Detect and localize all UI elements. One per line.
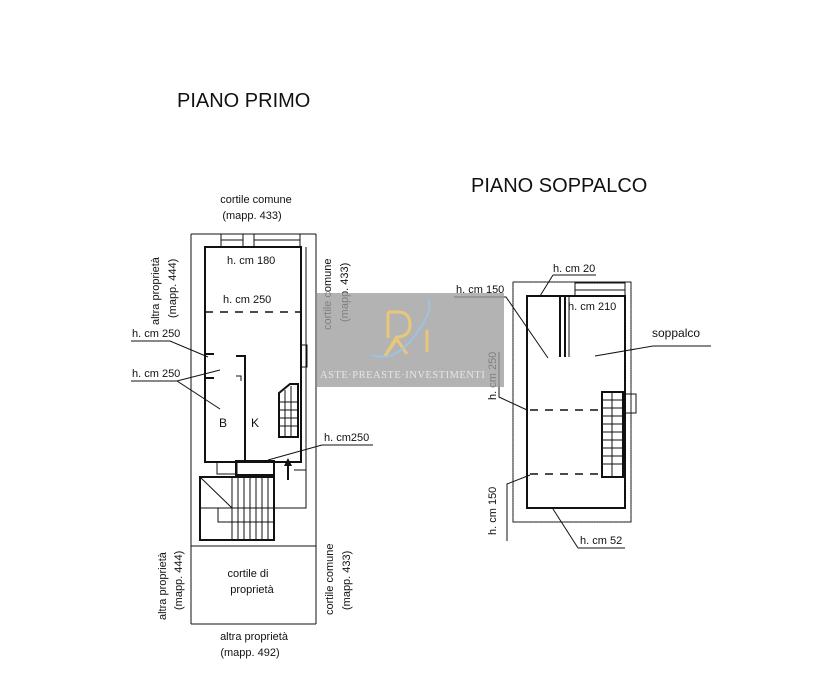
main-stair-treads — [231, 477, 269, 540]
label-right-lower-mapp: (mapp. 433) — [341, 551, 353, 610]
leader-h20 — [539, 274, 596, 297]
label-top-mapp: (mapp. 433) — [222, 210, 281, 222]
label-h250-top: h. cm 250 — [223, 294, 271, 306]
main-stair-inner — [217, 508, 274, 523]
label-h20: h. cm 20 — [553, 263, 595, 275]
label-top-cortile: cortile comune — [220, 194, 292, 206]
bath-partition-wall — [236, 355, 246, 461]
label-left-upper-mapp: (mapp. 444) — [167, 259, 179, 318]
leader-h250-right — [267, 444, 373, 461]
label-h250-right: h. cm250 — [324, 432, 369, 444]
landing-window — [216, 461, 238, 475]
bath-door-stubs — [205, 353, 214, 379]
label-bottom-mapp: (mapp. 492) — [220, 647, 279, 659]
room-label-b: B — [219, 416, 227, 430]
soppalco-partition-left — [540, 295, 561, 357]
label-left-upper-altra: altra proprietà — [150, 256, 162, 325]
kitchen-stair-treads — [279, 386, 298, 437]
room-label-k: K — [251, 416, 259, 430]
leader-soppalco — [594, 345, 711, 357]
leader-h52 — [552, 508, 625, 549]
label-h250-left-a: h. cm 250 — [132, 328, 180, 340]
label-h180: h. cm 180 — [227, 255, 275, 267]
label-right-lower-cortile: cortile comune — [324, 543, 336, 615]
label-h150-vert: h. cm 150 — [487, 487, 499, 535]
plan-title-primo: PIANO PRIMO — [177, 90, 310, 112]
soppalco-stair-treads — [602, 392, 623, 477]
label-h52: h. cm 52 — [580, 535, 622, 547]
label-bottom-altra: altra proprietà — [220, 631, 289, 643]
soppalco-outer-dots — [512, 281, 632, 523]
leader-h250-left-b — [131, 369, 221, 410]
up-arrow-icon — [284, 458, 292, 466]
label-h210: h. cm 210 — [568, 301, 616, 313]
bath-door-swing — [236, 375, 242, 381]
label-left-lower-altra: altra proprietà — [157, 551, 169, 620]
label-left-lower-mapp: (mapp. 444) — [173, 551, 185, 610]
watermark-logo-icon — [371, 299, 431, 358]
plan-title-soppalco: PIANO SOPPALCO — [471, 175, 647, 197]
landing-block — [235, 460, 275, 476]
leader-h150-vert — [506, 474, 531, 541]
landing-right-wall — [272, 469, 307, 509]
soppalco-outer-wall — [512, 281, 632, 523]
label-courtyard-line2: proprietà — [230, 584, 274, 596]
label-h250-left-b: h. cm 250 — [132, 368, 180, 380]
soppalco-stair-landing — [622, 393, 637, 414]
watermark: ASTE·PREASTE·INVESTIMENTI — [317, 293, 504, 387]
watermark-text: ASTE·PREASTE·INVESTIMENTI — [320, 370, 485, 381]
label-courtyard-line1: cortile di — [228, 568, 269, 580]
window-right — [300, 344, 308, 368]
label-soppalco: soppalco — [652, 326, 700, 340]
main-stair-diagonal — [199, 476, 274, 509]
leader-h250-left-a — [131, 340, 209, 358]
